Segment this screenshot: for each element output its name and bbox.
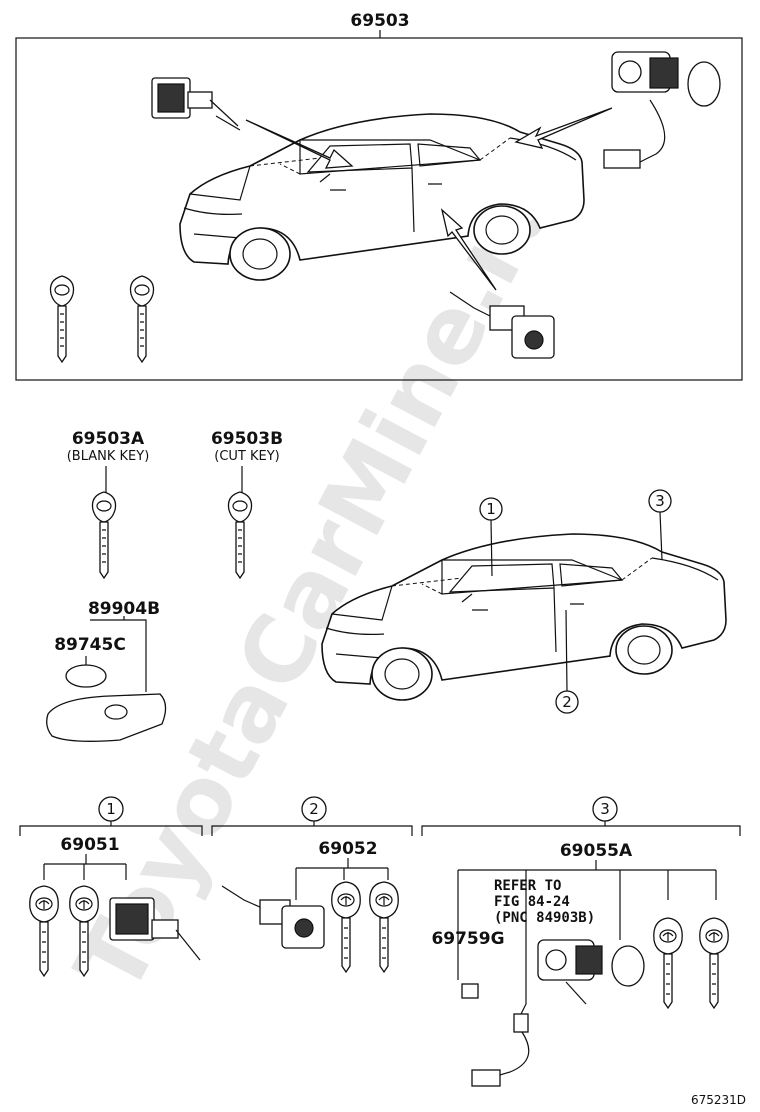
group-2-part-label: 69052 [318, 839, 377, 859]
group-3-ignition-switch [537, 939, 645, 1005]
cut-key-note: (CUT KEY) [214, 449, 280, 464]
callout-2: 2 [562, 693, 572, 711]
battery-label: 89745C [54, 635, 126, 655]
cut-key-illustration [227, 491, 253, 579]
group-1-door-lock-cylinder [109, 897, 201, 961]
top-key-2 [129, 275, 155, 363]
group-2-bracket [211, 821, 413, 836]
top-key-1 [49, 275, 75, 363]
callout-3: 3 [655, 492, 665, 510]
transmitter-illustration [46, 693, 167, 742]
group-3-harness-illustration [471, 880, 530, 1087]
group-3-switch-illustration [461, 983, 479, 999]
main-kit-label: 69503 [350, 11, 409, 31]
group-3-number: 3 [600, 800, 610, 818]
blank-key-label: 69503A [72, 429, 145, 449]
group-2-key-a [331, 881, 361, 973]
group-1-bracket [19, 821, 203, 836]
group-3-part-label: 69055A [560, 841, 633, 861]
group-2-key-b [369, 881, 399, 973]
top-pointer-arrows [245, 107, 613, 291]
group-3-key-a [653, 917, 683, 1009]
switch-part-label: 69759G [431, 929, 504, 949]
top-ignition-switch [603, 51, 721, 169]
battery-illustration [65, 664, 107, 688]
group-3-key-b [699, 917, 729, 1009]
group-3-bracket [421, 821, 741, 836]
transmitter-label: 89904B [88, 599, 160, 619]
refer-line-1: REFER TO [494, 878, 561, 894]
refer-line-3: (PNC 84903B) [494, 910, 595, 926]
blank-key-note: (BLANK KEY) [67, 449, 150, 464]
blank-key-illustration [91, 491, 117, 579]
cut-key-label: 69503B [211, 429, 283, 449]
group-1-number: 1 [106, 800, 116, 818]
group-2-number: 2 [309, 800, 319, 818]
group-2-trunk-lock-cylinder [221, 885, 325, 949]
group-1-key-a [29, 885, 59, 977]
main-kit-frame [15, 37, 743, 381]
top-trunk-lock-cylinder [449, 291, 555, 359]
refer-line-2: FIG 84-24 [494, 894, 570, 910]
callout-1: 1 [486, 500, 496, 518]
figure-code: 675231D [691, 1093, 746, 1107]
group-1-part-label: 69051 [60, 835, 119, 855]
top-door-lock-cylinder [151, 77, 241, 131]
